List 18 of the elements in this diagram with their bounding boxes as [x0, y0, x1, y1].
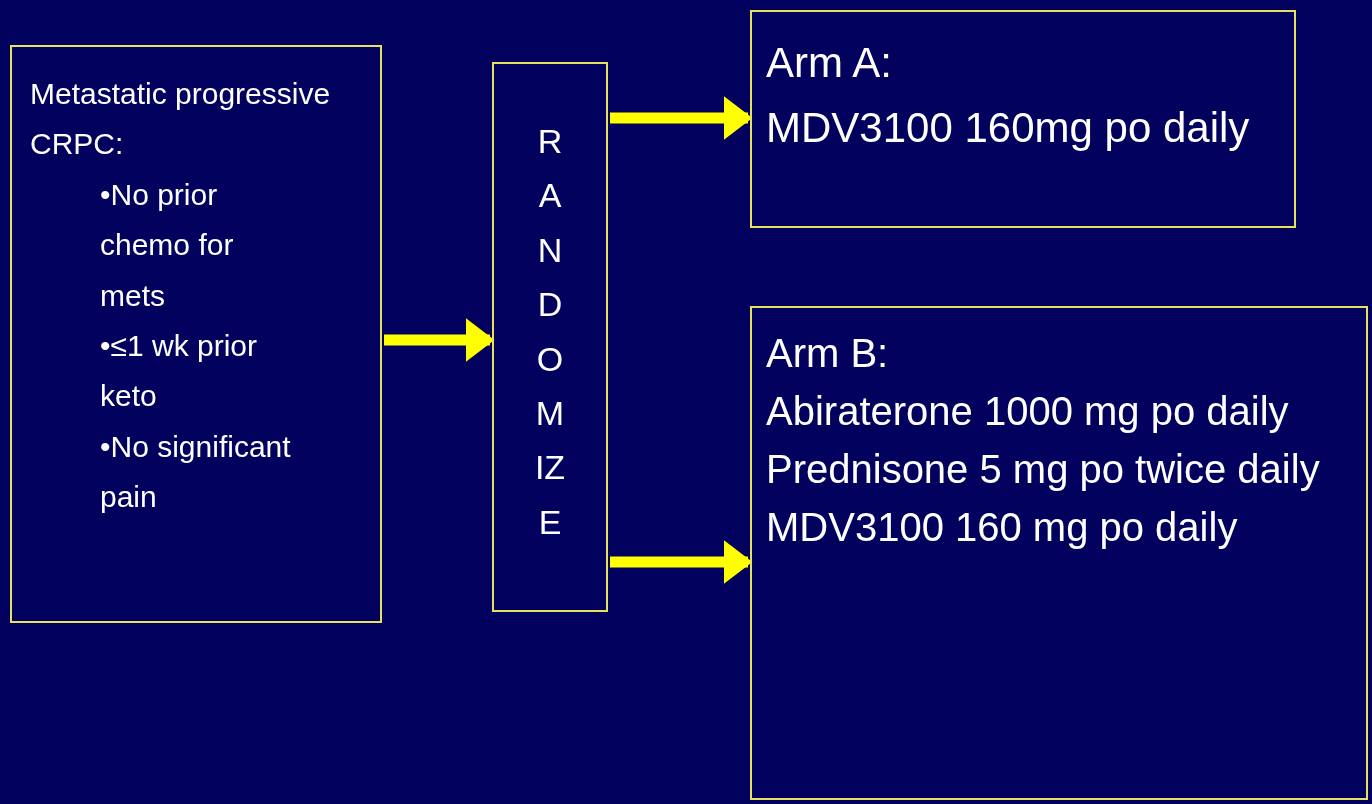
body-text: MDV3100 160mg po daily — [766, 103, 1251, 154]
bullet-item: •No prior chemo for mets — [100, 176, 235, 314]
heading: Metastatic progressive CRPC: — [30, 76, 332, 163]
text-box — [10, 45, 382, 623]
text-box — [750, 306, 1368, 800]
body-text: Abiraterone 1000 mg po daily — [766, 388, 1290, 435]
heading: Arm B: — [766, 330, 890, 377]
heading: Arm A: — [766, 38, 894, 88]
bullet-item: •No significant pain — [100, 428, 292, 516]
body-text: MDV3100 160 mg po daily — [766, 504, 1239, 551]
vertical-label: RANDOMIZE — [533, 121, 567, 543]
body-text: Prednisone 5 mg po twice daily — [766, 446, 1321, 493]
arrow — [610, 96, 753, 140]
bullet-item: •≤1 wk prior keto — [100, 327, 258, 415]
randomize-box — [492, 62, 608, 612]
arrow — [384, 318, 495, 362]
text-box — [750, 10, 1296, 228]
arrow — [610, 540, 753, 584]
